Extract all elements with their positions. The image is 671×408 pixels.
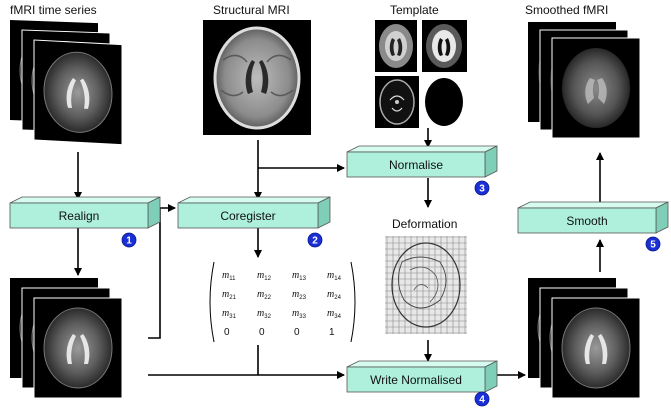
smooth-label: Smooth bbox=[566, 214, 607, 228]
svg-text:3: 3 bbox=[479, 184, 485, 195]
badge-4: 4 bbox=[474, 391, 490, 407]
smoothed-fmri-stack bbox=[528, 22, 641, 139]
structural-mri-label: Structural MRI bbox=[213, 3, 290, 17]
matrix-cell: m23 bbox=[292, 289, 307, 301]
matrix-cell: m33 bbox=[292, 308, 307, 320]
coregister-label: Coregister bbox=[220, 209, 275, 223]
connectors bbox=[74, 128, 604, 379]
badge-3: 3 bbox=[474, 180, 490, 196]
realign-step[interactable]: Realign bbox=[9, 196, 161, 229]
badge-5: 5 bbox=[645, 236, 661, 252]
template-label: Template bbox=[390, 3, 439, 17]
matrix-cell: 0 bbox=[224, 327, 230, 338]
normalise-label: Normalise bbox=[389, 158, 443, 172]
transformation-matrix: m11 m12 m13 m14 m21 m22 m23 m24 m31 m32 m33 m34 0 0 0 1 bbox=[209, 261, 356, 343]
realign-label: Realign bbox=[59, 209, 100, 223]
realigned-fmri-stack bbox=[9, 277, 123, 399]
matrix-cell: m11 bbox=[222, 270, 236, 282]
coregister-step[interactable]: Coregister bbox=[177, 196, 331, 229]
matrix-cell: m14 bbox=[327, 270, 342, 282]
matrix-cell: m31 bbox=[222, 308, 237, 320]
svg-text:4: 4 bbox=[479, 395, 485, 406]
deformation-label: Deformation bbox=[392, 217, 457, 231]
smoothed-fmri-label: Smoothed fMRI bbox=[525, 3, 608, 17]
template-images bbox=[375, 20, 467, 128]
deformation-field-image bbox=[385, 236, 467, 334]
svg-text:5: 5 bbox=[650, 240, 656, 251]
matrix-cell: 1 bbox=[329, 327, 335, 338]
normalise-step[interactable]: Normalise bbox=[346, 145, 498, 178]
matrix-cell: m12 bbox=[257, 270, 272, 282]
badge-1: 1 bbox=[121, 232, 137, 248]
matrix-cell: 0 bbox=[294, 327, 300, 338]
matrix-cell: m34 bbox=[327, 308, 342, 320]
badge-2: 2 bbox=[307, 232, 323, 248]
matrix-cell: m21 bbox=[222, 289, 237, 301]
matrix-cell: m32 bbox=[257, 308, 272, 320]
matrix-cell: m22 bbox=[257, 289, 272, 301]
matrix-cell: m13 bbox=[292, 270, 307, 282]
write-normalised-step[interactable]: Write Normalised bbox=[346, 360, 498, 393]
matrix-cell: m24 bbox=[327, 289, 342, 301]
svg-text:1: 1 bbox=[126, 236, 132, 247]
matrix-cell: 0 bbox=[259, 327, 265, 338]
structural-mri-image bbox=[203, 20, 311, 135]
fmri-series-stack bbox=[9, 19, 123, 146]
smooth-step[interactable]: Smooth bbox=[517, 201, 669, 234]
normalised-fmri-stack bbox=[527, 277, 641, 399]
fmri-series-label: fMRI time series bbox=[10, 3, 97, 17]
svg-text:2: 2 bbox=[312, 236, 318, 247]
write-normalised-label: Write Normalised bbox=[370, 373, 462, 387]
